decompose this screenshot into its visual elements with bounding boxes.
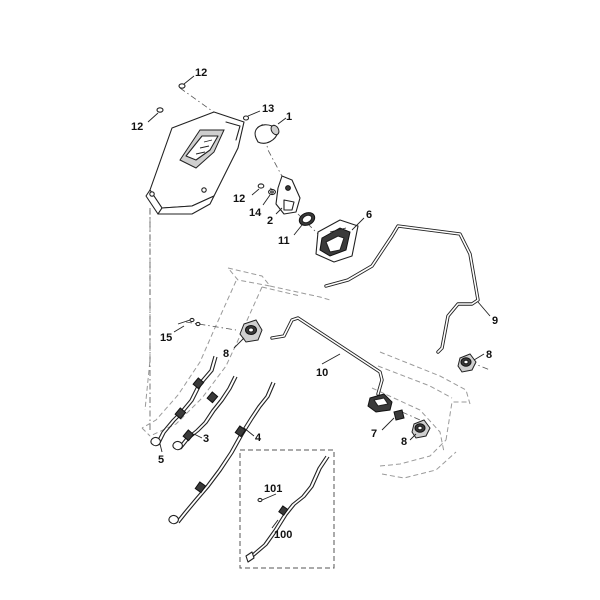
sub-assembly-box: [239, 449, 335, 569]
lever-bracket-2: [275, 175, 301, 215]
screw-13: [242, 110, 261, 121]
bail-rod-9: [324, 224, 491, 354]
screw-12-left: [147, 107, 164, 123]
bushing-8-right: [457, 353, 485, 373]
callout-9: 9: [492, 315, 498, 327]
cable-4: [168, 381, 276, 525]
callout-12-top: 12: [195, 67, 207, 79]
control-panel-cover: [145, 111, 245, 215]
callout-1: 1: [286, 111, 292, 123]
callout-10: 10: [316, 367, 328, 379]
callout-6: 6: [366, 209, 372, 221]
callout-labels: 12 12 13 1 12 14 2 11 6 9 15 8 8 10 7 8 …: [131, 67, 498, 541]
switch-box-6: [315, 217, 365, 263]
clip-7: [381, 409, 405, 431]
screw-12-mid: [251, 183, 265, 196]
callout-11: 11: [278, 235, 290, 247]
bushing-8-lower: [409, 419, 431, 441]
callout-3: 3: [203, 433, 209, 445]
callout-15: 15: [160, 332, 172, 344]
callout-7: 7: [371, 428, 377, 440]
knob-cap-1: [254, 117, 287, 144]
cable-3: [172, 375, 238, 451]
drive-rod-10: [270, 316, 393, 413]
cable-5: [150, 355, 218, 453]
callout-14: 14: [249, 207, 262, 219]
washer-14: [262, 188, 276, 206]
screw-12-top: [178, 75, 195, 89]
spring-ring-11: [293, 212, 316, 236]
callout-5: 5: [158, 454, 164, 466]
callout-12-mid: 12: [233, 193, 245, 205]
callout-8-left: 8: [223, 348, 229, 360]
callout-8-lower: 8: [401, 436, 407, 448]
callout-13: 13: [262, 103, 274, 115]
callout-8-right: 8: [486, 349, 492, 361]
callout-100: 100: [274, 529, 292, 541]
callout-2: 2: [267, 215, 273, 227]
callout-4: 4: [255, 432, 262, 444]
callout-12-left: 12: [131, 121, 143, 133]
bushing-8-left: [233, 319, 263, 349]
pin-15: [173, 317, 201, 333]
callout-101: 101: [264, 483, 282, 495]
